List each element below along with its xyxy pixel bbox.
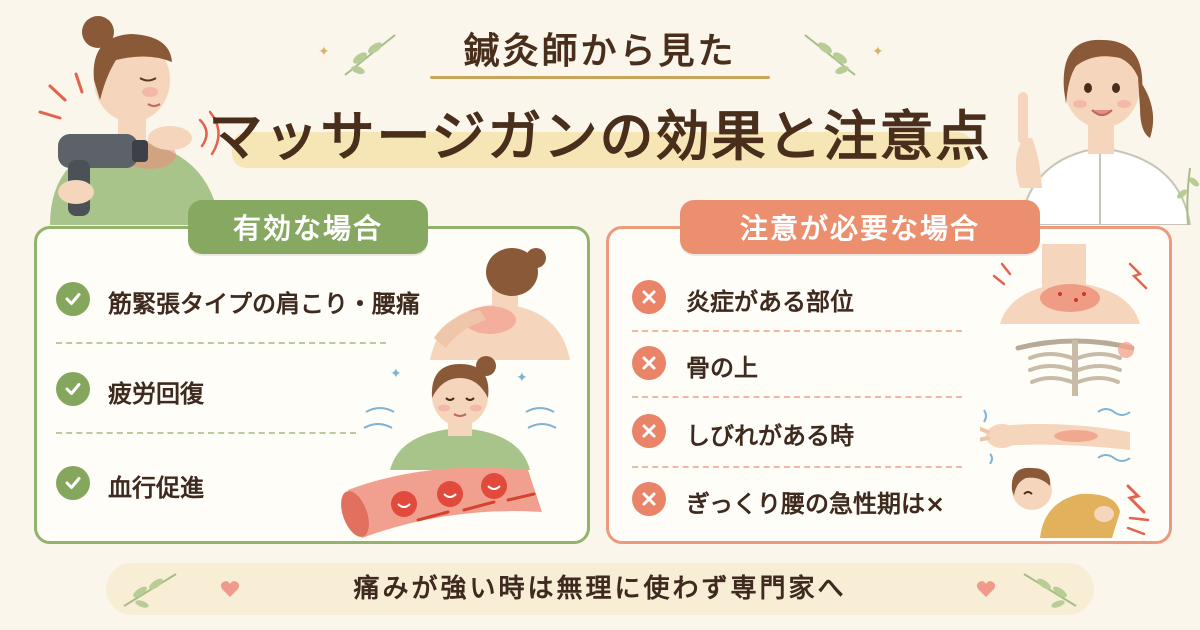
effective-item-stiff-shoulder: 筋緊張タイプの肩こり・腰痛	[108, 290, 420, 318]
divider	[56, 342, 386, 344]
divider	[632, 396, 962, 398]
leaf-icon	[1023, 573, 1077, 608]
relaxed-woman-illustration: ✦ ✦	[363, 356, 557, 470]
effective-item-fatigue: 疲労回復	[108, 380, 204, 408]
heart-icon	[976, 581, 996, 597]
heart-icon	[220, 581, 240, 597]
check-icon	[56, 466, 90, 500]
svg-text:✦: ✦	[390, 366, 402, 382]
caution-item-bone: 骨の上	[686, 354, 758, 382]
caution-heading: 注意が必要な場合	[680, 200, 1040, 254]
subtitle: 鍼灸師から見た	[463, 31, 737, 72]
footer-note: 痛みが強い時は無理に使わず専門家へ	[353, 574, 847, 604]
inflamed-neck-illustration	[992, 244, 1148, 324]
caution-item-numbness: しびれがある時	[686, 422, 854, 450]
leaf-icon	[344, 34, 396, 76]
sparkle-icon: ✦	[318, 44, 330, 60]
cross-icon	[632, 414, 666, 448]
divider	[56, 432, 356, 434]
effective-heading: 有効な場合	[188, 200, 428, 254]
ribcage-illustration	[1015, 338, 1135, 396]
back-pain-woman-illustration	[1011, 467, 1150, 538]
caution-item-inflammation: 炎症がある部位	[686, 288, 854, 316]
page-title: マッサージガンの効果と注意点	[208, 105, 992, 168]
shoulder-illustration	[430, 248, 570, 360]
svg-text:✦: ✦	[516, 370, 528, 386]
practitioner-pointing-illustration	[1015, 39, 1199, 225]
check-icon	[56, 282, 90, 316]
leaf-icon	[123, 573, 177, 608]
numb-arm-illustration	[980, 408, 1131, 464]
effective-item-circulation: 血行促進	[108, 474, 204, 502]
divider	[632, 466, 962, 468]
check-icon	[56, 372, 90, 406]
subtitle-underline	[430, 76, 770, 79]
cross-icon	[632, 346, 666, 380]
cross-icon	[632, 482, 666, 516]
blood-vessel-illustration	[341, 467, 542, 538]
divider	[632, 330, 962, 332]
sparkle-icon: ✦	[872, 44, 884, 60]
title-highlight	[232, 132, 972, 168]
footer-bar	[106, 563, 1094, 615]
cross-icon	[632, 280, 666, 314]
caution-item-acute-back: ぎっくり腰の急性期は×	[686, 490, 946, 518]
woman-with-massage-gun-illustration	[38, 16, 220, 225]
leaf-icon	[804, 34, 856, 76]
